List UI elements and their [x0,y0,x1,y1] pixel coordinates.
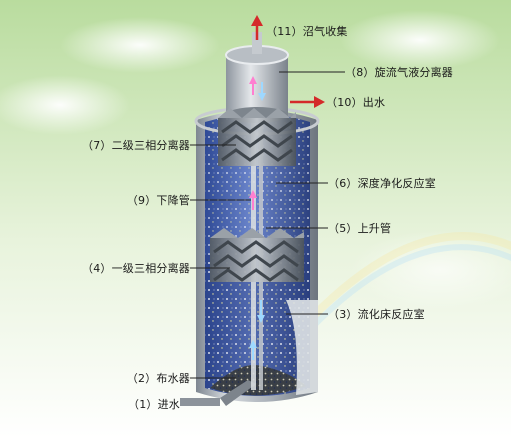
label-gas-collection: （11）沼气收集 [266,25,348,38]
label-water-inlet: （1）进水 [128,398,180,411]
inlet-pipe [180,398,220,406]
label-second-stage-separator: （7）二级三相分离器 [82,139,190,152]
label-fluidized-bed-chamber: （3）流化床反应室 [328,308,425,321]
label-first-stage-separator: （4）一级三相分离器 [82,262,190,275]
cloud-bottom-right [350,230,511,310]
gas-outlet-pipe [252,32,262,54]
label-riser: （5）上升管 [328,222,392,235]
water-out-arrow [290,96,325,108]
label-downcomer: （9）下降管 [126,194,190,207]
rainbow-arc [297,232,511,333]
second-stage-separator [218,108,296,166]
cloud-left [0,75,130,135]
label-deep-purification-chamber: （6）深度净化反应室 [328,177,436,190]
label-water-distributor: （2）布水器 [126,372,190,385]
gas-out-arrow [251,15,263,40]
cloud-right [340,10,500,70]
flow-arrows [249,76,266,360]
leader-lines [190,71,345,379]
label-water-outlet: （10）出水 [326,96,386,109]
first-stage-separator [210,228,304,282]
cloud-top [60,17,220,73]
label-cyclone-separator: （8）旋流气液分离器 [345,66,453,79]
